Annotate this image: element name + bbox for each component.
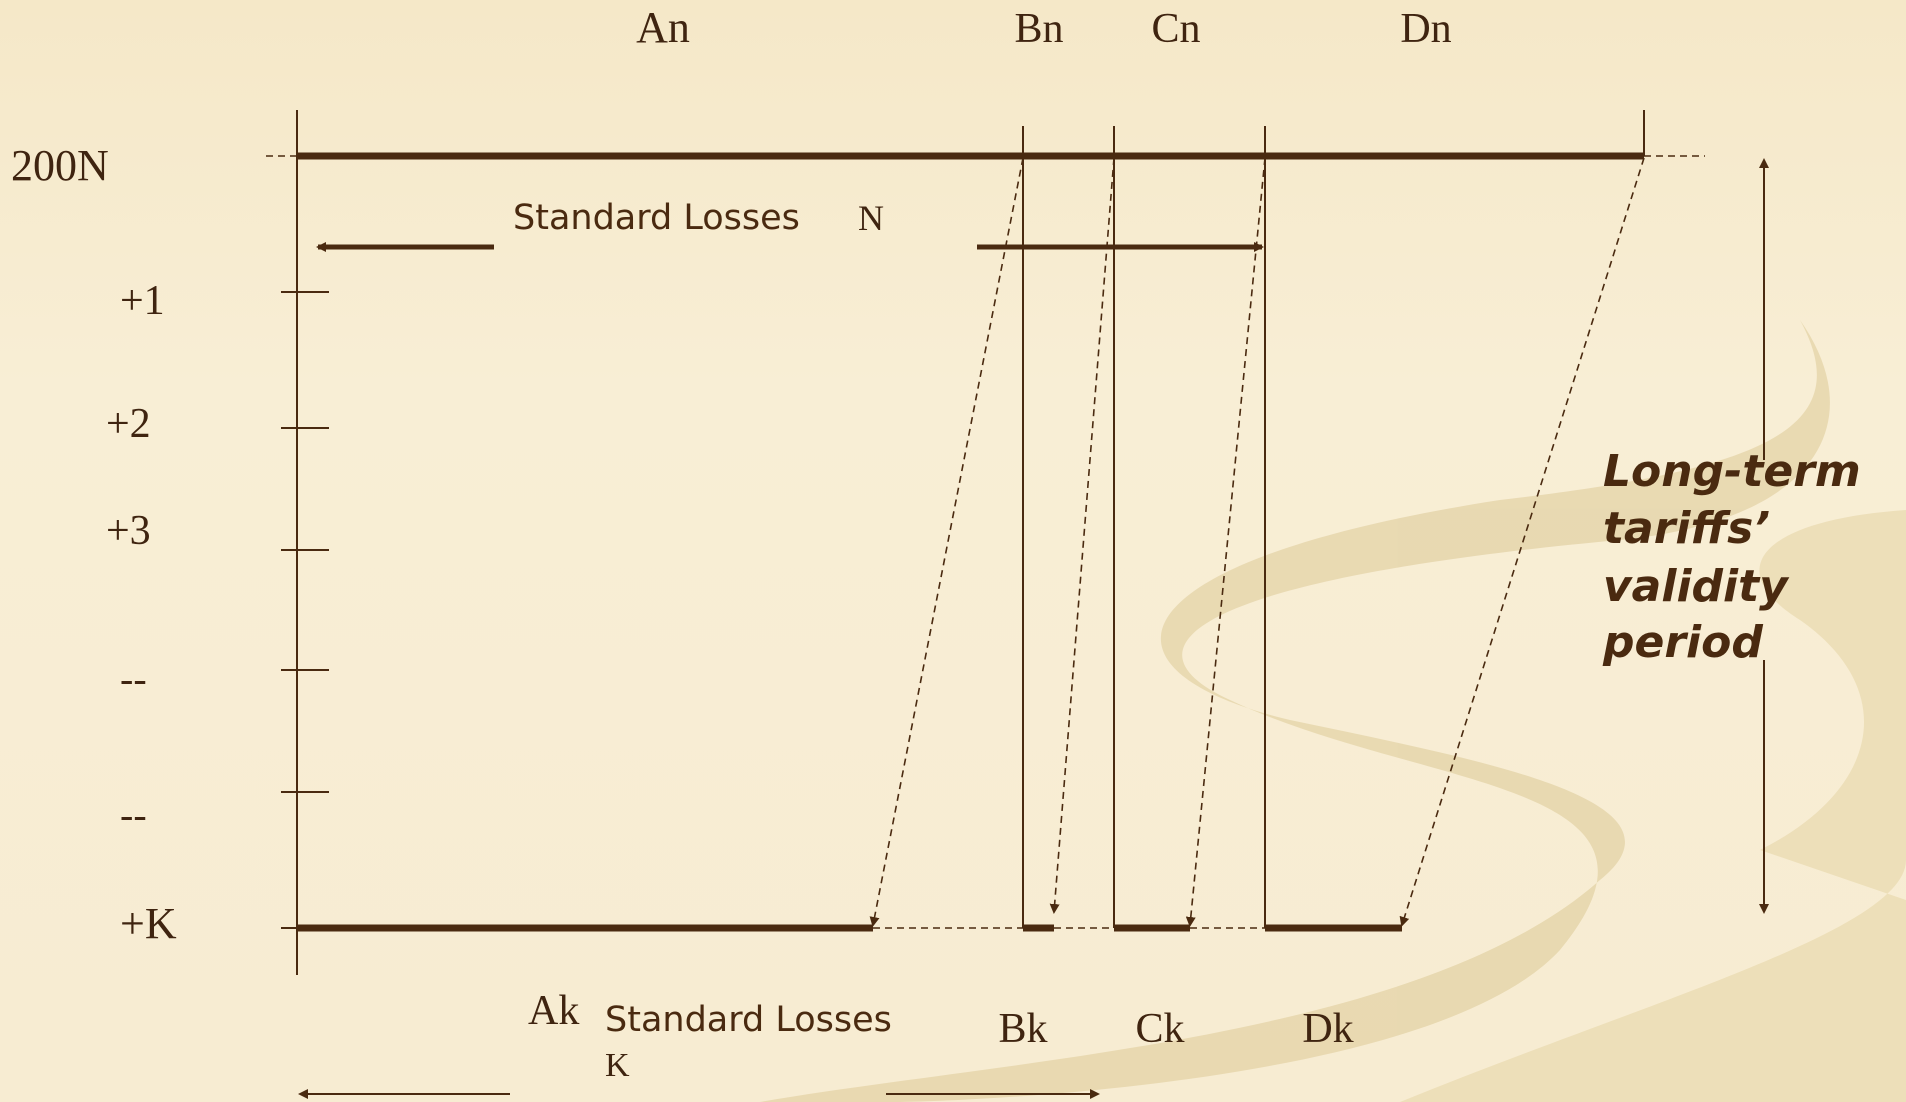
- label-ck: Ck: [1135, 1006, 1184, 1052]
- validity-line-1: Long-term: [1603, 446, 1861, 497]
- standard-losses-n-suffix: N: [858, 198, 884, 238]
- label-ak: Ak: [528, 988, 579, 1034]
- validity-line-3: validity: [1603, 561, 1790, 612]
- shift-arrow-d: [1399, 157, 1645, 927]
- standard-losses-k-text: Standard Losses: [605, 1000, 892, 1040]
- label-plus-2: +2: [106, 401, 151, 447]
- label-dash-2: --: [120, 792, 147, 837]
- background-swoosh: [760, 320, 1906, 1102]
- shift-arrow-c: [1185, 157, 1266, 927]
- label-plus-3: +3: [106, 508, 151, 554]
- shift-arrow-b: [1049, 157, 1115, 914]
- validity-line-2: tariffs’: [1603, 503, 1770, 554]
- standard-losses-n-text: Standard Losses: [513, 198, 800, 238]
- label-dk: Dk: [1302, 1006, 1353, 1052]
- label-an: An: [636, 3, 690, 52]
- label-bk: Bk: [998, 1006, 1047, 1052]
- label-200n: 200N: [11, 141, 109, 190]
- shift-arrow-a: [869, 157, 1024, 927]
- label-plus-k: +K: [120, 899, 177, 948]
- label-bn: Bn: [1014, 6, 1063, 52]
- validity-period-label: Long-term tariffs’ validity period: [1602, 446, 1861, 668]
- label-dash-1: --: [120, 656, 147, 701]
- label-cn: Cn: [1151, 6, 1200, 52]
- label-dn: Dn: [1400, 6, 1451, 52]
- standard-losses-k-suffix: K: [605, 1047, 630, 1084]
- validity-line-4: period: [1602, 617, 1763, 668]
- label-plus-1: +1: [120, 278, 165, 324]
